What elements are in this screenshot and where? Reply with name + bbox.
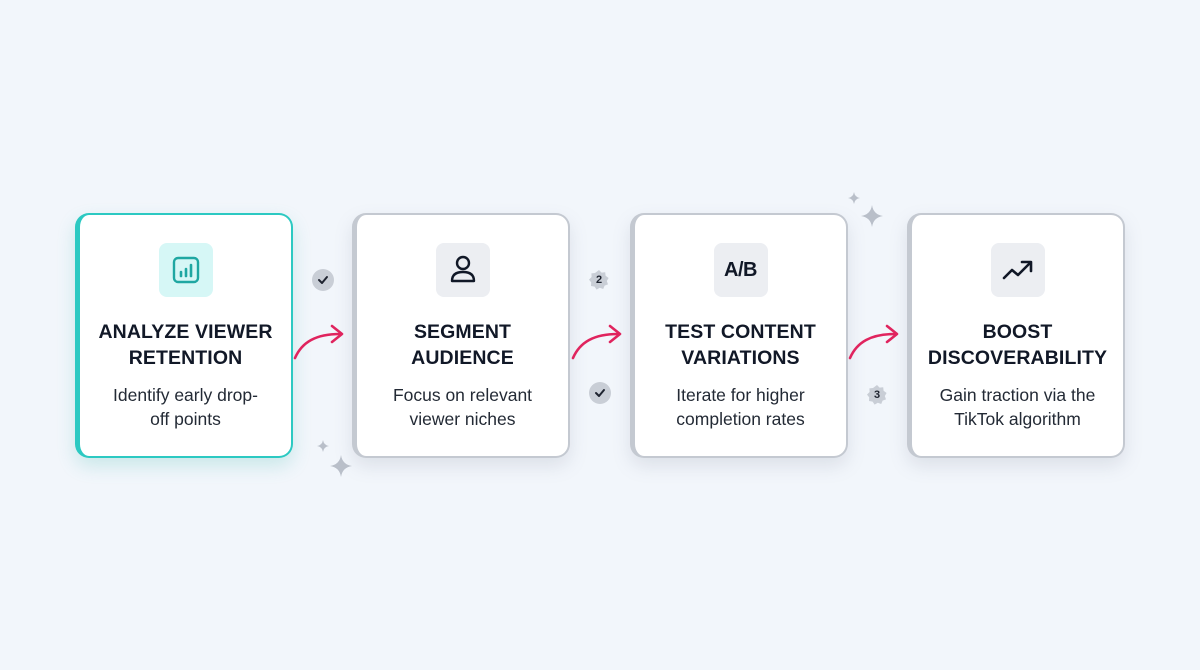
sparkle-icon-large <box>330 455 352 477</box>
check-badge <box>312 269 334 291</box>
step-card-boost-discoverability: BOOST DISCOVERABILITY Gain traction via … <box>907 213 1125 458</box>
sparkle-icon-large <box>861 205 883 227</box>
icon-container <box>435 243 490 297</box>
icon-container <box>158 243 213 297</box>
check-badge <box>589 382 611 404</box>
step-description: Identify early drop- off points <box>113 385 258 429</box>
sparkle-icon-small <box>317 440 329 452</box>
trending-up-icon <box>1002 260 1032 280</box>
step-description: Gain traction via the TikTok algorithm <box>939 385 1096 429</box>
step-title: SEGMENT AUDIENCE <box>411 321 514 369</box>
step-description: Iterate for higher completion rates <box>676 385 805 429</box>
seal-badge-icon <box>867 385 887 405</box>
sparkle-icon-small <box>848 192 860 204</box>
step-card-segment-audience: SEGMENT AUDIENCE Focus on relevant viewe… <box>352 213 570 458</box>
step-title: BOOST DISCOVERABILITY <box>927 321 1108 369</box>
flow-arrow-3-to-4 <box>848 324 899 360</box>
flow-arrow-1-to-2 <box>293 324 344 360</box>
bar-chart-icon <box>172 256 199 284</box>
seal-badge-icon <box>589 270 609 290</box>
step-title: TEST CONTENT VARIATIONS <box>665 321 816 369</box>
icon-container <box>990 243 1045 297</box>
step-description: Focus on relevant viewer niches <box>392 385 533 429</box>
step-number-badge: 3 <box>866 384 888 406</box>
ab-test-icon: A/B <box>724 258 757 281</box>
step-number-badge: 2 <box>588 269 610 291</box>
step-card-test-content-variations: A/B TEST CONTENT VARIATIONS Iterate for … <box>630 213 848 458</box>
checkmark-icon <box>595 389 605 397</box>
flow-arrow-2-to-3 <box>571 324 622 360</box>
checkmark-icon <box>318 276 328 284</box>
icon-container: A/B <box>713 243 768 297</box>
user-icon <box>450 255 475 283</box>
step-card-analyze-viewer-retention: ANALYZE VIEWER RETENTION Identify early … <box>75 213 293 458</box>
step-title: ANALYZE VIEWER RETENTION <box>98 321 273 369</box>
